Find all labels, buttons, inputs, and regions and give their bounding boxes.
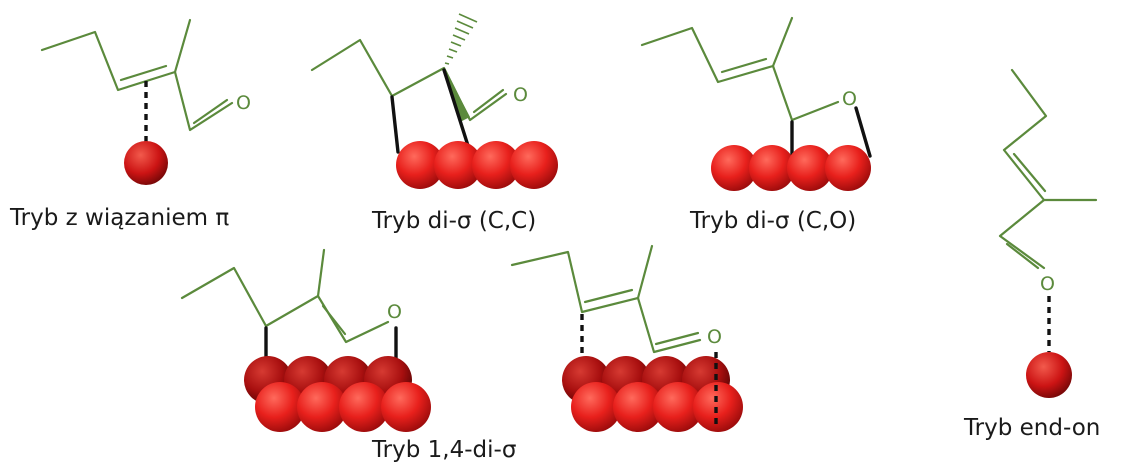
surface-bond: [390, 95, 400, 154]
molecule-endon-co-double: [1005, 242, 1040, 270]
molecule-cc-wedge: [444, 68, 470, 122]
molecule-14-chain: [180, 266, 390, 344]
mode-di-sigma-14-group: O: [180, 248, 431, 432]
molecule-co-chain: [640, 26, 840, 122]
atom-label-o: O: [236, 92, 251, 114]
mode-end-on-group: O: [998, 68, 1098, 398]
molecule-14-chain-double: [321, 304, 347, 336]
molecule-14b-chain: [510, 250, 702, 354]
caption-di-sigma-co: Tryb di-σ (C,O): [690, 208, 857, 234]
mode-di-sigma-cc-group: O: [310, 13, 558, 189]
molecule-co-methyl: [771, 16, 794, 68]
molecule-cc-chain: [310, 38, 508, 122]
atom-label-o: O: [387, 301, 402, 323]
metal-surface-row: [711, 145, 871, 191]
caption-di-sigma-cc: Tryb di-σ (C,C): [372, 208, 537, 234]
mode-pi-group: O: [40, 18, 251, 185]
molecule-14-methyl: [316, 248, 326, 298]
molecule-endon-chain-double: [1012, 152, 1047, 193]
molecule-14b-methyl: [636, 244, 654, 300]
molecule-14b-co-double: [654, 331, 700, 346]
metal-atom: [1026, 352, 1072, 398]
molecule-cc-hash: [444, 13, 478, 65]
caption-end-on: Tryb end-on: [964, 415, 1101, 441]
molecule-cc-co-double: [472, 88, 505, 114]
mode-di-sigma-co-group: O: [640, 16, 872, 191]
molecule-pi-co-double: [192, 98, 229, 125]
surface-bond: [442, 68, 472, 154]
metal-surface-row: [396, 141, 558, 189]
metal-surface-front-row: [571, 382, 743, 432]
caption-di-sigma-14: Tryb 1,4-di-σ: [372, 437, 517, 463]
mode-di-sigma-14-dashed-group: O: [510, 244, 743, 432]
metal-surface-back-row: [244, 356, 412, 404]
atom-label-o: O: [513, 84, 528, 106]
metal-surface-front-row: [255, 382, 431, 432]
molecule-pi-chain-double: [119, 64, 168, 82]
molecule-14b-chain-double: [583, 288, 634, 304]
caption-pi: Tryb z wiązaniem π: [10, 205, 230, 231]
atom-label-o: O: [1040, 273, 1055, 295]
atom-label-o: O: [707, 326, 722, 348]
atom-label-o: O: [842, 88, 857, 110]
molecule-endon-chain: [998, 68, 1048, 270]
surface-bond: [854, 106, 872, 158]
metal-atom: [124, 141, 168, 185]
molecule-co-chain-double: [720, 57, 768, 74]
molecule-pi-methyl: [173, 18, 192, 74]
